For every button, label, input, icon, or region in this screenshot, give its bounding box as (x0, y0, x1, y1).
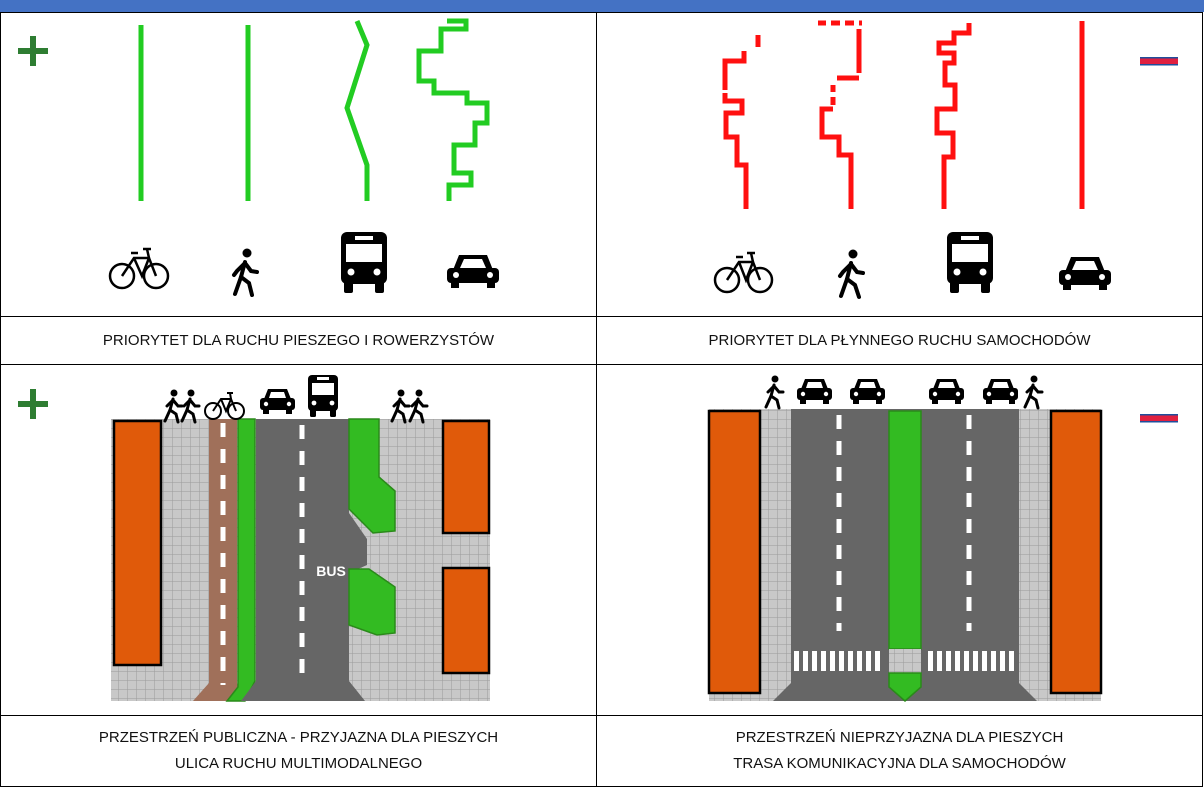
bicycle-icon (204, 392, 245, 420)
bus-line (934, 23, 972, 209)
minus-icon (1140, 57, 1178, 66)
pedestrian-icon (764, 375, 785, 410)
car-icon (983, 379, 1018, 404)
pedestrian-priority-diagram (18, 18, 499, 297)
minus-icon (1140, 414, 1178, 423)
caption-pedestrian-priority: PRIORYTET DLA RUCHU PIESZEGO I ROWERZYST… (0, 316, 597, 365)
caption-multimodal-street: PRZESTRZEŃ PUBLICZNA - PRZYJAZNA DLA PIE… (0, 715, 597, 787)
multimodal-street-plan: BUS (18, 375, 491, 702)
bicycle-icon (108, 247, 170, 290)
pedestrian-icon (1023, 375, 1044, 410)
caption-line-2: ULICA RUCHU MULTIMODALNEGO (174, 755, 423, 772)
car-street-plan (707, 375, 1178, 702)
green-median (888, 672, 922, 702)
panel-pedestrian-priority (0, 12, 597, 317)
pedestrian-crosswalk (794, 651, 1014, 671)
caption-line-2: TRASA KOMUNIKACYJNA DLA SAMOCHODÓW (733, 755, 1066, 772)
building (112, 419, 163, 667)
bus-lane-label: BUS (316, 563, 346, 579)
car-icon (929, 379, 964, 404)
car-icon (447, 255, 499, 288)
caption-car-street: PRZESTRZEŃ NIEPRZYJAZNA DLA PIESZYCH TRA… (596, 715, 1203, 787)
car-icon (850, 379, 885, 404)
pedestrian-icon (390, 389, 411, 424)
building (707, 409, 762, 695)
caption-text: PRIORYTET DLA RUCHU PIESZEGO I ROWERZYST… (102, 331, 495, 349)
bike-lane (193, 419, 244, 701)
car-priority-diagram (713, 20, 1178, 299)
bus-icon (341, 232, 387, 293)
plus-icon (18, 36, 48, 66)
car-icon (797, 379, 832, 404)
building (441, 419, 491, 535)
caption-line-1: PRZESTRZEŃ NIEPRZYJAZNA DLA PIESZYCH (735, 729, 1064, 746)
bicycle-line (722, 35, 761, 209)
building (1049, 409, 1103, 695)
pedestrian-icon (180, 389, 201, 424)
panel-car-priority (596, 12, 1203, 317)
green-island (348, 568, 396, 636)
car-icon (260, 389, 295, 414)
pedestrian-line (818, 20, 862, 209)
bicycle-icon (713, 251, 774, 294)
pedestrian-icon (838, 249, 865, 299)
car-icon (1059, 257, 1111, 290)
pedestrian-icon (408, 389, 429, 424)
car-line (416, 18, 490, 201)
pedestrian-icon (163, 389, 184, 424)
plus-icon (18, 389, 48, 419)
header-bar (0, 0, 1204, 12)
bus-icon (308, 375, 338, 417)
caption-line-1: PRZESTRZEŃ PUBLICZNA - PRZYJAZNA DLA PIE… (98, 729, 499, 746)
green-island (348, 418, 396, 534)
median-refuge (889, 649, 921, 673)
caption-text: PRIORYTET DLA PŁYNNEGO RUCHU SAMOCHODÓW (708, 331, 1091, 349)
panel-car-street (596, 364, 1203, 716)
pedestrian-icon (232, 248, 259, 297)
caption-car-priority: PRIORYTET DLA PŁYNNEGO RUCHU SAMOCHODÓW (596, 316, 1203, 365)
comparison-grid: PRIORYTET DLA RUCHU PIESZEGO I ROWERZYST… (0, 12, 1203, 787)
green-median (888, 410, 922, 650)
building (441, 566, 491, 675)
panel-multimodal-street: BUS (0, 364, 597, 716)
bus-line (344, 20, 370, 201)
bus-icon (947, 232, 993, 293)
